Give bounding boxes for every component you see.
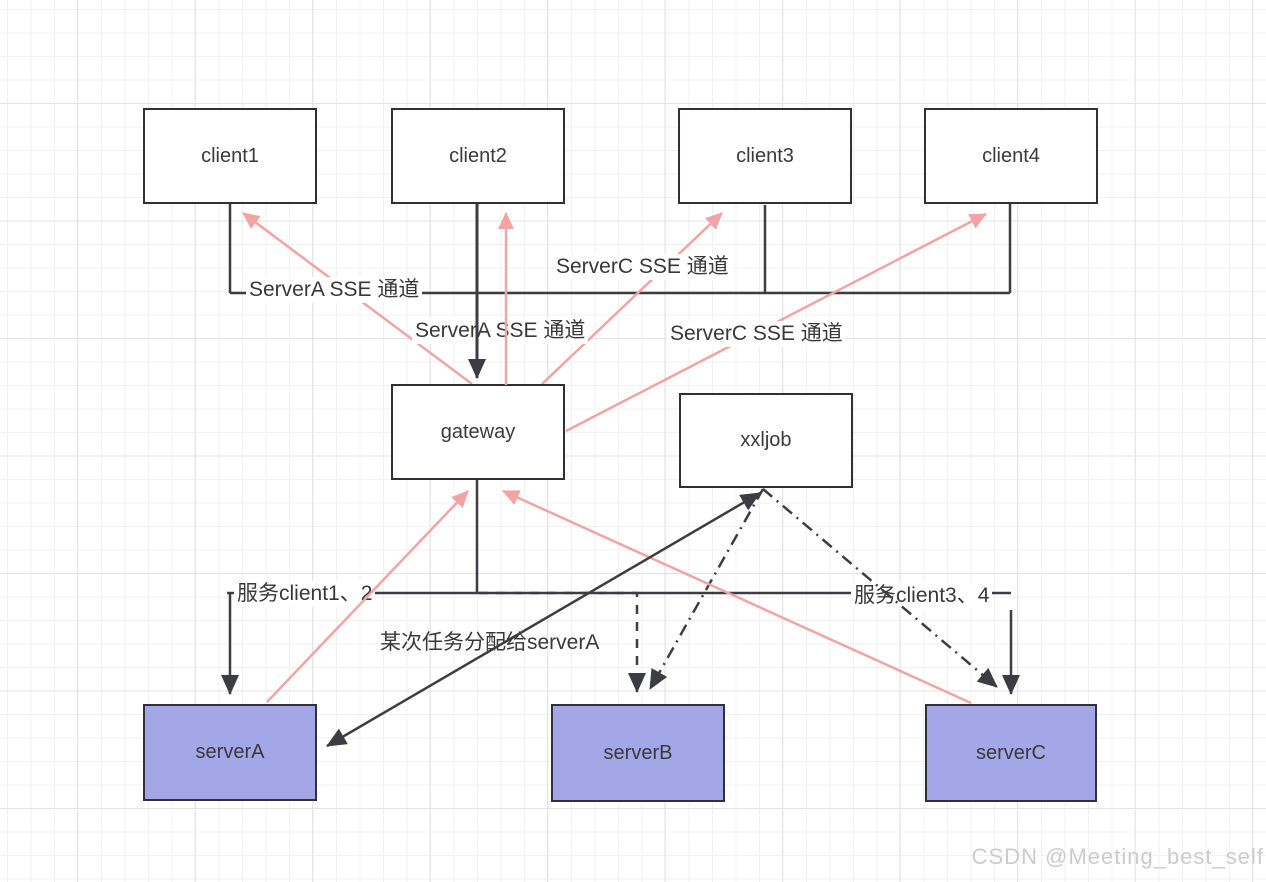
node-serverC-label: serverC — [975, 741, 1046, 764]
node-gateway-label: gateway — [440, 420, 516, 443]
node-client1: client1 — [143, 108, 317, 204]
edge-xxljob-serverA-task — [326, 491, 761, 748]
node-serverA: serverA — [143, 704, 317, 801]
label-sse-serverC-lower: ServerC SSE 通道 — [667, 321, 846, 347]
label-sse-serverC-upper: ServerC SSE 通道 — [553, 254, 732, 280]
node-serverC: serverC — [925, 704, 1097, 802]
edge-xxljob-serverC-dashdot — [762, 488, 998, 688]
node-xxljob: xxljob — [679, 393, 853, 488]
node-client3-label: client3 — [736, 144, 794, 167]
edge-serverA-gateway-pink — [266, 490, 469, 703]
node-client3: client3 — [678, 108, 852, 204]
node-client1-label: client1 — [201, 144, 259, 167]
label-sse-serverA-client1: ServerA SSE 通道 — [246, 277, 423, 303]
node-gateway: gateway — [391, 384, 565, 480]
label-sse-serverA-client2: ServerA SSE 通道 — [412, 318, 589, 344]
label-serve-client34: 服务client3、4 — [851, 583, 993, 609]
node-serverB-label: serverB — [603, 741, 673, 764]
node-client2: client2 — [391, 108, 565, 204]
node-xxljob-label: xxljob — [740, 429, 792, 451]
edge-gateway-client3-pink — [541, 212, 723, 385]
node-client4: client4 — [924, 108, 1098, 204]
watermark-text: CSDN @Meeting_best_self — [971, 844, 1264, 869]
node-serverA-label: serverA — [195, 741, 265, 763]
node-client2-label: client2 — [449, 144, 507, 167]
node-client4-label: client4 — [982, 144, 1040, 167]
